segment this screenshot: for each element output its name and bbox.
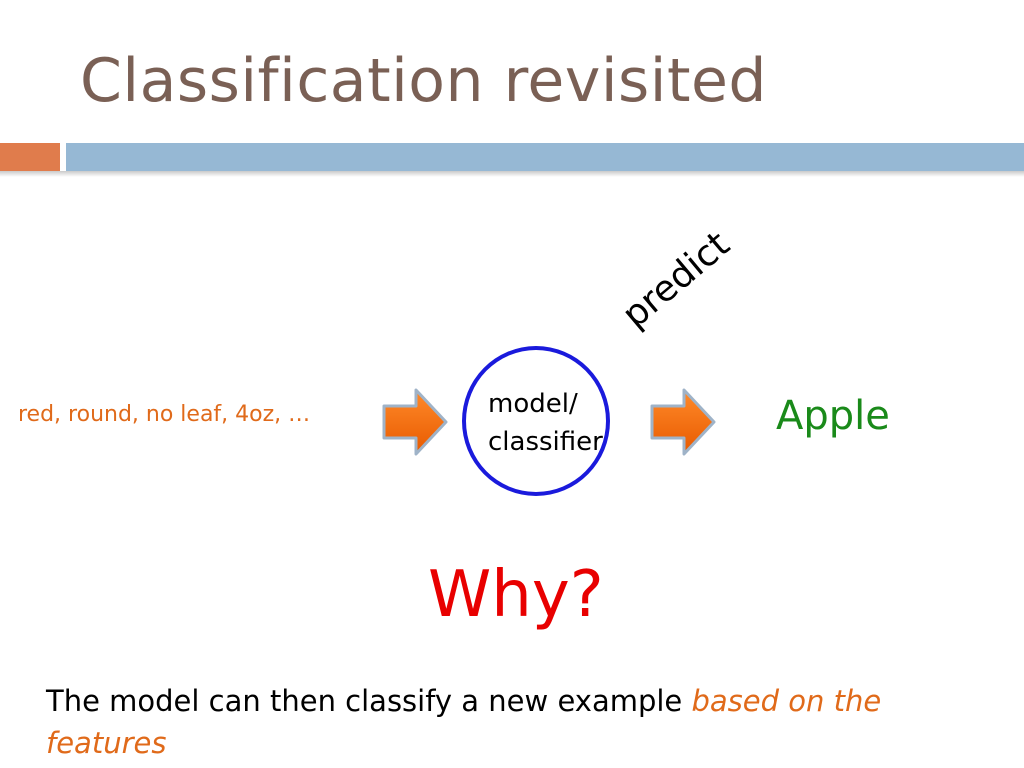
title-bar-shadow <box>0 171 1024 177</box>
predict-label: predict <box>614 223 738 337</box>
model-label: model/ classifier <box>488 385 603 461</box>
model-label-line2: classifier <box>488 427 603 457</box>
title-divider-bar <box>66 143 1024 171</box>
bullet-emphasis-text: based on the features <box>46 684 882 760</box>
model-label-line1: model/ <box>488 389 578 419</box>
question-text: Why? <box>428 558 604 632</box>
output-arrow-icon <box>650 388 716 456</box>
slide-title: Classification revisited <box>80 46 767 116</box>
bullet-text: The model can then classify a new exampl… <box>46 680 986 764</box>
model-circle <box>462 346 610 496</box>
output-label: Apple <box>776 393 890 439</box>
input-features-text: red, round, no leaf, 4oz, … <box>18 402 311 427</box>
bullet-plain-text: The model can then classify a new exampl… <box>46 684 692 718</box>
title-accent-bar <box>0 143 60 171</box>
input-arrow-icon <box>382 388 448 456</box>
